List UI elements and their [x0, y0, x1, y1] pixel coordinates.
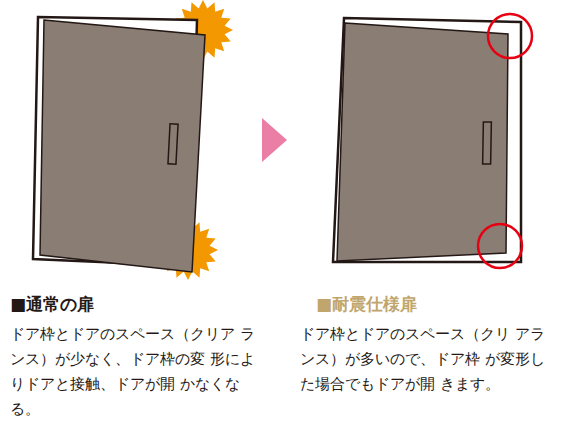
description: ドア枠とドアのスペース（クリア ランス）が少なく、ドア枠の変 形によりドアと接触… [10, 322, 268, 422]
heading: ■耐震仕様扉 [316, 293, 417, 315]
door-leaf [40, 20, 205, 272]
heading: ■通常の扉 [10, 293, 94, 315]
arrow [262, 118, 287, 162]
door-leaf [337, 23, 508, 261]
description: ドア枠とドアのスペース（クリ アランス）が多いので、ドア枠 が変形した場合でもド… [300, 322, 558, 397]
door-handle [483, 122, 492, 164]
clearance-circle [478, 224, 522, 268]
door-handle [168, 124, 178, 164]
clearance-circle [488, 14, 532, 58]
